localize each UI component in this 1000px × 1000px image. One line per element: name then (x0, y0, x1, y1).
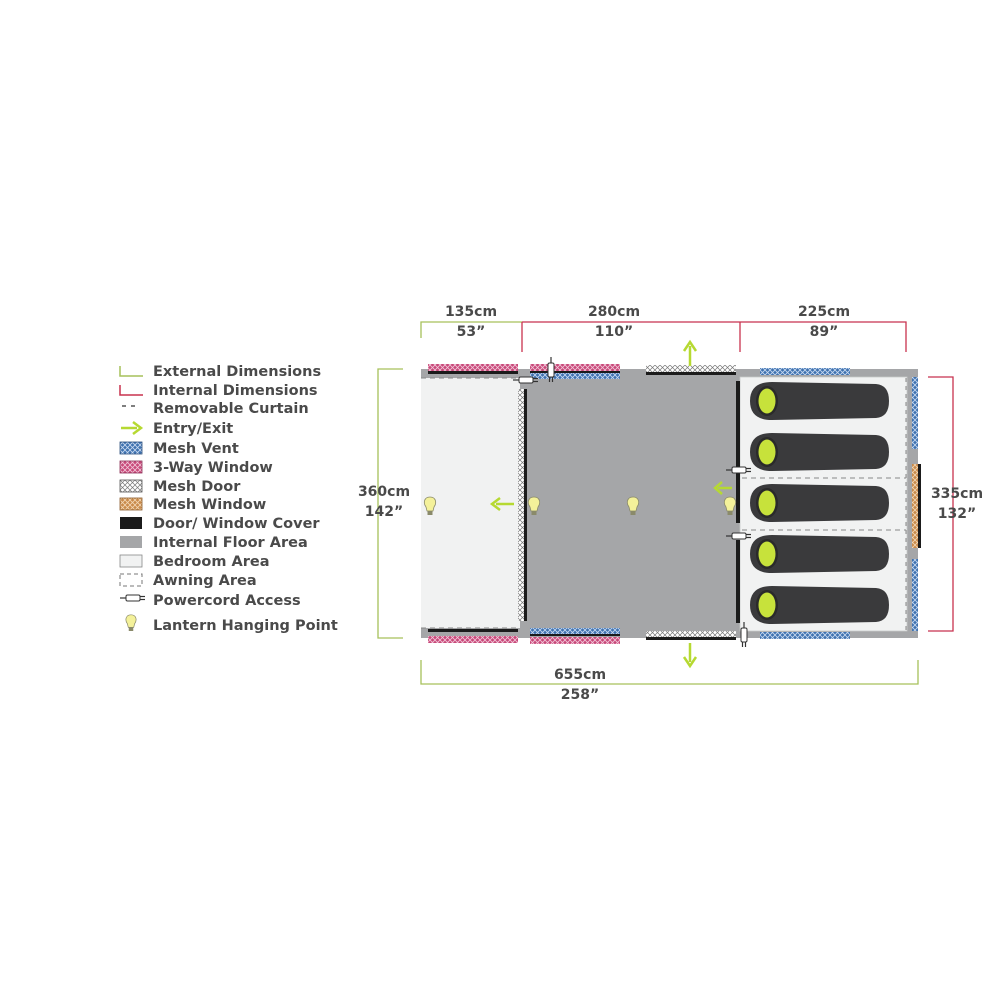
legend-label-entry-exit: Entry/Exit (153, 421, 233, 437)
mesh-window-swatch (119, 497, 143, 511)
mesh-vent-top-mid (530, 373, 620, 379)
three-way-window-swatch (119, 460, 143, 474)
living-width-in: 110” (595, 324, 633, 340)
three-way-window-top-left (428, 364, 518, 371)
legend-label-powercord-access: Powercord Access (153, 593, 301, 609)
sleeping-bag-2 (750, 433, 889, 471)
mesh-door-left (518, 389, 525, 621)
mesh-door-bottom (646, 631, 736, 638)
legend-label-lantern-hanging-point: Lantern Hanging Point (153, 618, 338, 634)
dimension-lines (377, 321, 954, 685)
total-length-cm: 655cm (554, 667, 606, 683)
entry-arrows (489, 339, 732, 669)
arrow-icon (121, 421, 144, 435)
mesh-vent-top-bedroom (760, 368, 850, 375)
door-cover-left (524, 389, 527, 621)
mesh-window-rear (912, 464, 918, 548)
legend: External Dimensions Internal Dimensions … (119, 364, 338, 634)
sleeping-bag-1 (750, 382, 889, 420)
living-width-cm: 280cm (588, 304, 640, 320)
legend-label-bedroom-area: Bedroom Area (153, 554, 270, 570)
mesh-door-top (646, 365, 736, 372)
legend-label-internal-floor-area: Internal Floor Area (153, 535, 308, 551)
legend-label-internal-dimensions: Internal Dimensions (153, 383, 318, 399)
legend-label-mesh-door: Mesh Door (153, 479, 241, 495)
legend-label-removable-curtain: Removable Curtain (153, 401, 309, 417)
sleeping-bag-3 (750, 484, 889, 522)
awning-swatch (119, 573, 143, 587)
entry-arrow-bedroom (713, 481, 732, 495)
mesh-door-swatch (119, 479, 143, 493)
floor-swatch (120, 536, 142, 548)
legend-label-mesh-window: Mesh Window (153, 497, 266, 513)
door-cover-swatch (120, 517, 142, 529)
entry-arrow-bottom (682, 643, 698, 669)
entry-arrow-top (682, 339, 698, 366)
legend-label-external-dimensions: External Dimensions (153, 364, 321, 380)
plug-icon (119, 594, 146, 602)
three-way-window-top-mid (530, 364, 620, 371)
awning-width-in: 53” (457, 324, 486, 340)
mesh-vent-right-top (912, 377, 918, 449)
mesh-vent-bottom-bedroom (760, 632, 850, 639)
legend-label-mesh-vent: Mesh Vent (153, 441, 239, 457)
door-cover-bedroom-lower (736, 540, 740, 623)
internal-depth-cm: 335cm (931, 486, 983, 502)
mesh-vent-swatch (119, 441, 143, 455)
legend-label-door-window-cover: Door/ Window Cover (153, 516, 320, 532)
mesh-vent-right-bottom (912, 559, 918, 631)
external-dimension-icon (119, 366, 143, 377)
internal-dimension-icon (119, 385, 143, 396)
entry-arrow-awning (489, 497, 514, 511)
bulb-icon (125, 614, 137, 632)
sleeping-bag-5 (750, 586, 889, 624)
total-length-in: 258” (561, 687, 599, 703)
door-cover-rear (918, 464, 921, 548)
three-way-window-bottom-left (428, 636, 518, 643)
bedroom-width-cm: 225cm (798, 304, 850, 320)
internal-depth-in: 132” (938, 506, 976, 522)
legend-label-three-way-window: 3-Way Window (153, 460, 273, 476)
sleeping-bag-4 (750, 535, 889, 573)
external-depth-in: 142” (365, 504, 403, 520)
external-depth-cm: 360cm (358, 484, 410, 500)
bedroom-swatch (119, 554, 143, 568)
bedroom-width-in: 89” (810, 324, 839, 340)
three-way-window-bottom-mid (530, 637, 620, 644)
mesh-vent-bottom-mid (530, 628, 620, 634)
door-cover-bedroom (736, 381, 740, 523)
awning-width-cm: 135cm (445, 304, 497, 320)
legend-label-awning-area: Awning Area (153, 573, 257, 589)
